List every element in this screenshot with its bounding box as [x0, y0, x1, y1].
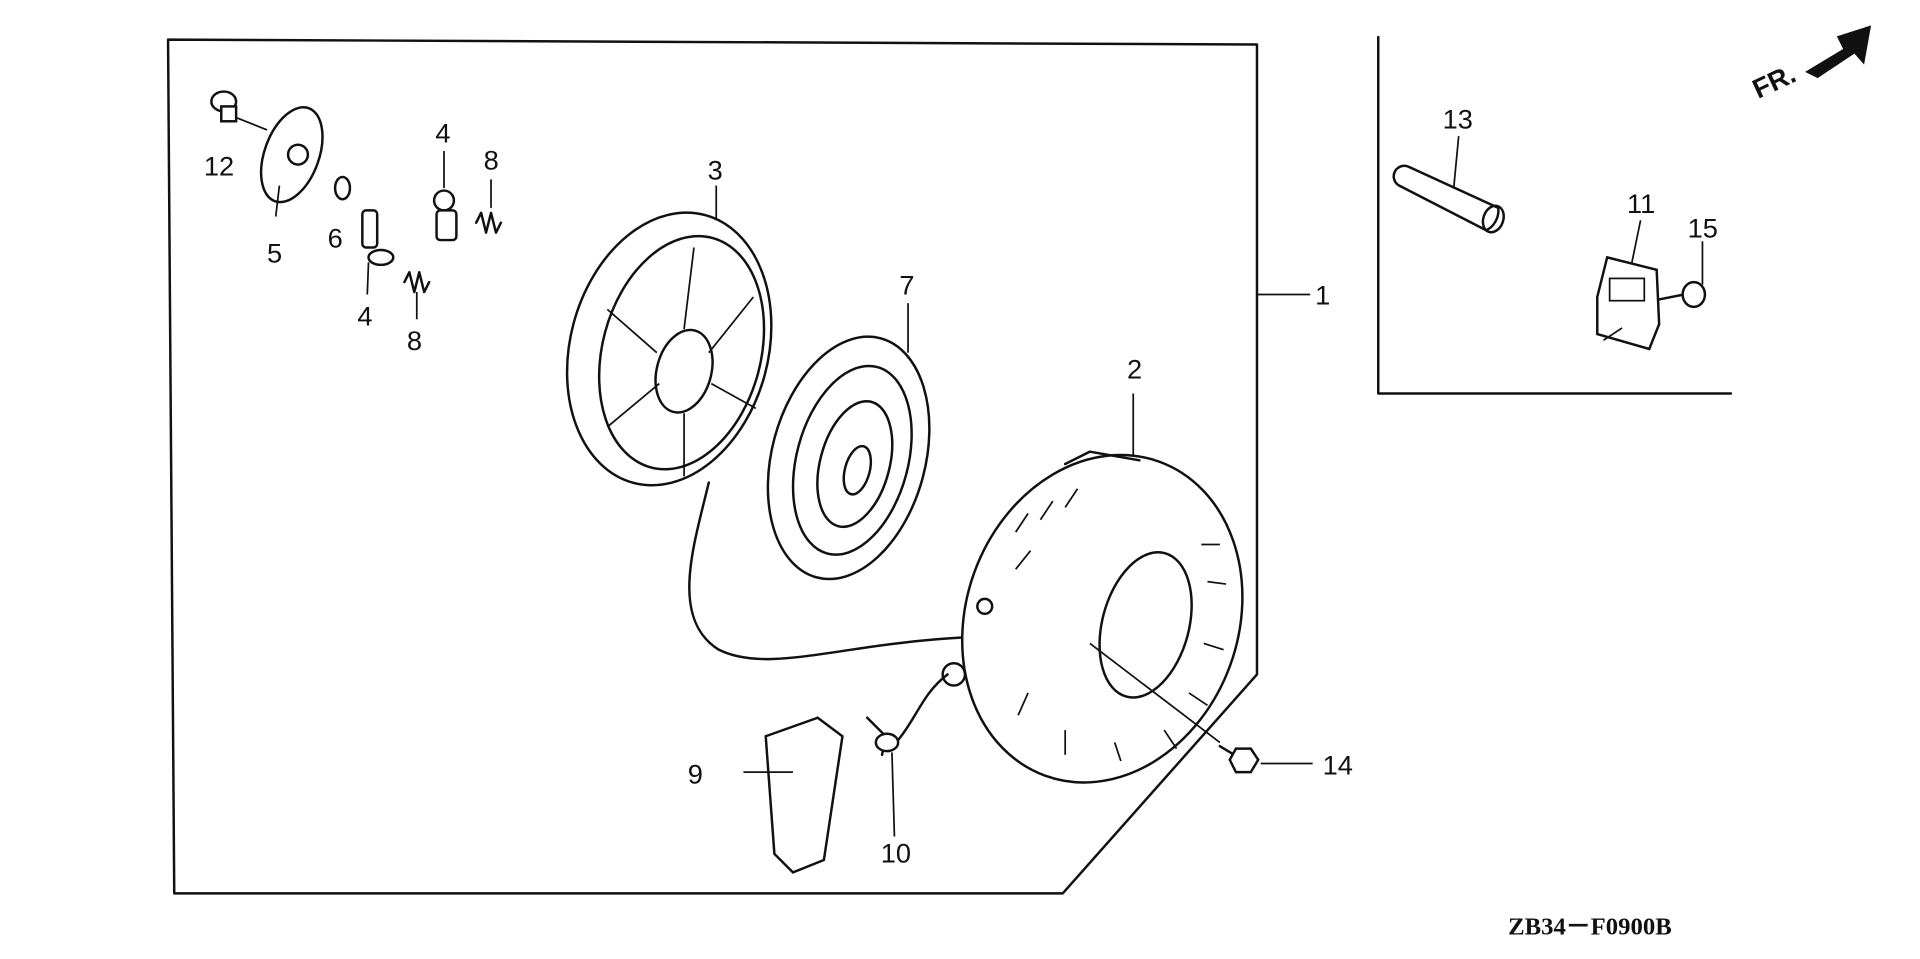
part-3-reel [565, 185, 773, 487]
callout-14: 14 [1323, 750, 1353, 781]
callout-4b: 4 [435, 117, 450, 148]
front-direction-arrow: FR. [1748, 25, 1872, 105]
callout-11: 11 [1627, 188, 1655, 219]
subassembly-frame [1377, 35, 1733, 395]
diagram-code: ZB34－F0900B [1508, 913, 1672, 940]
part-8-spring [403, 270, 431, 320]
callout-2: 2 [1127, 354, 1142, 385]
callout-5: 5 [267, 237, 282, 268]
part-7-recoil-spring [766, 303, 931, 581]
part-12-bolt [210, 90, 268, 131]
assembly-frame [166, 38, 1259, 895]
part-10-rope-guide [865, 673, 949, 837]
part-8-spring [474, 179, 503, 234]
callout-12: 12 [204, 151, 234, 182]
callout-10: 10 [881, 837, 911, 868]
callout-8: 8 [484, 145, 499, 176]
callout-13: 13 [1443, 104, 1473, 135]
part-4-pawl [361, 209, 395, 295]
part-15-screw [1657, 241, 1707, 309]
callout-3: 3 [708, 154, 723, 185]
callout-4: 4 [357, 300, 372, 331]
part-6-clip [333, 175, 352, 201]
starter-rope [688, 481, 968, 661]
part-4-pawl [432, 150, 458, 242]
callout-6: 6 [328, 222, 343, 253]
callout-1: 1 [1315, 279, 1330, 310]
part-2-starter-case [941, 393, 1244, 784]
callout-15: 15 [1688, 213, 1718, 244]
callout-9: 9 [688, 758, 703, 789]
direction-label: FR. [1748, 58, 1801, 105]
part-14-bolt [1089, 642, 1313, 774]
part-11-bracket [1596, 220, 1661, 351]
callout-7: 7 [899, 270, 914, 301]
part-5-plate [259, 106, 324, 217]
part-13-tube [1392, 136, 1505, 234]
callout-8b: 8 [407, 325, 422, 356]
part-9-grip [743, 716, 844, 874]
